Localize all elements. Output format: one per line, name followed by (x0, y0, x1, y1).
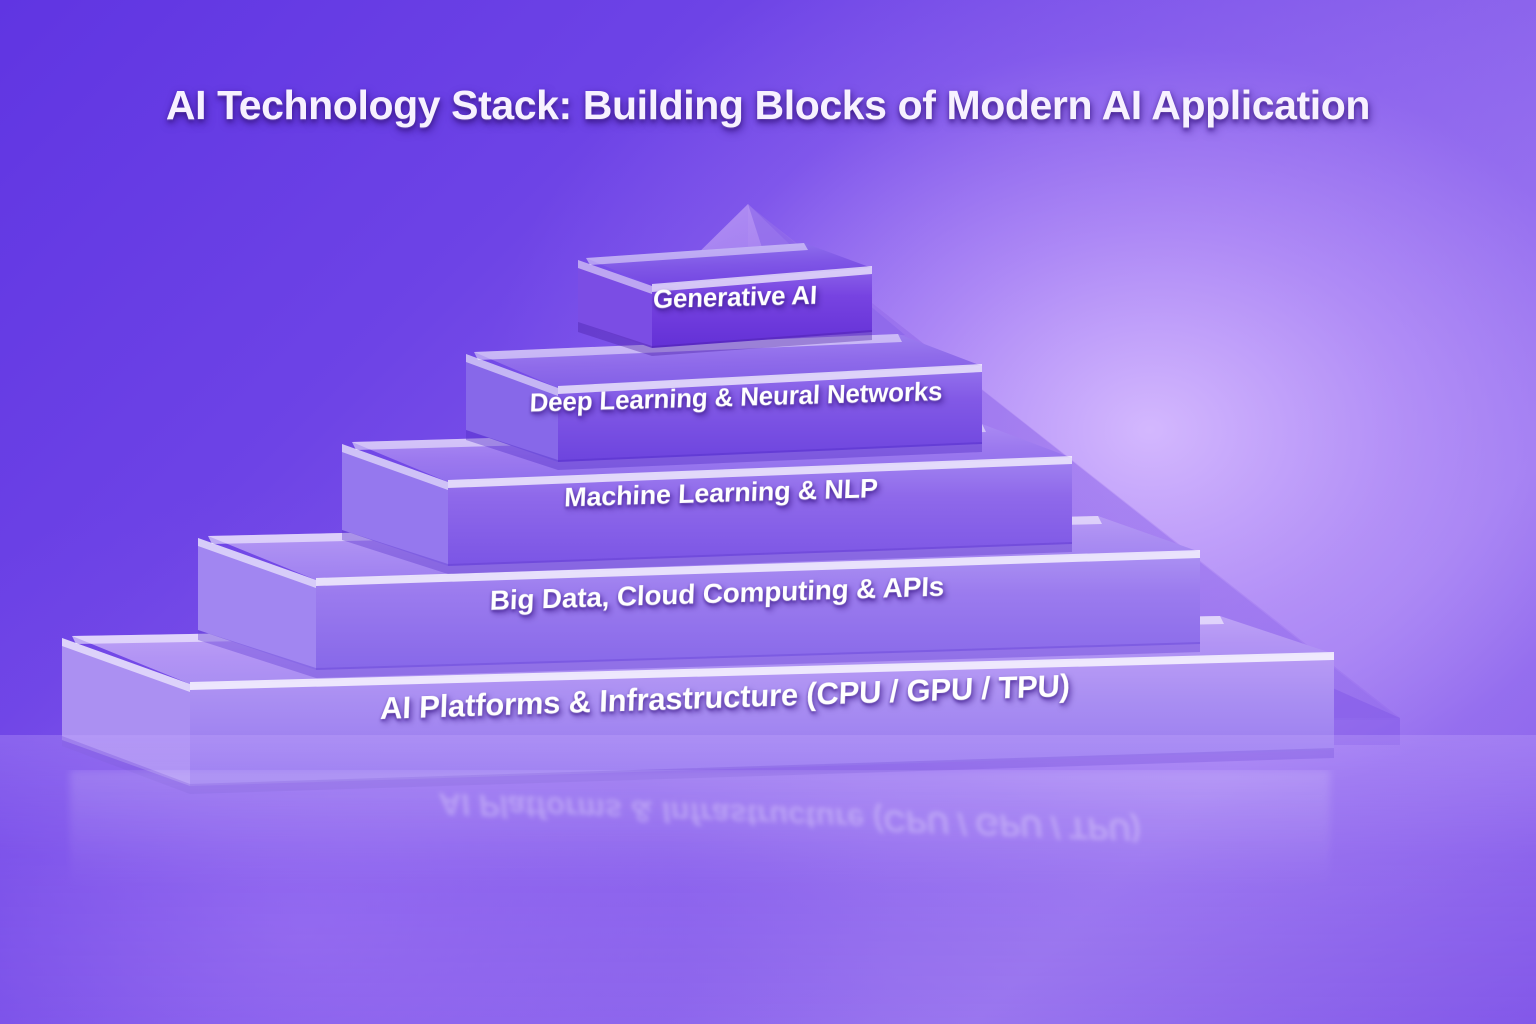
pyramid-level-top[interactable]: Generative AI (578, 240, 880, 356)
pyramid-level-second[interactable]: Deep Learning & Neural Networks (466, 330, 990, 470)
page-title: AI Technology Stack: Building Blocks of … (165, 82, 1371, 128)
